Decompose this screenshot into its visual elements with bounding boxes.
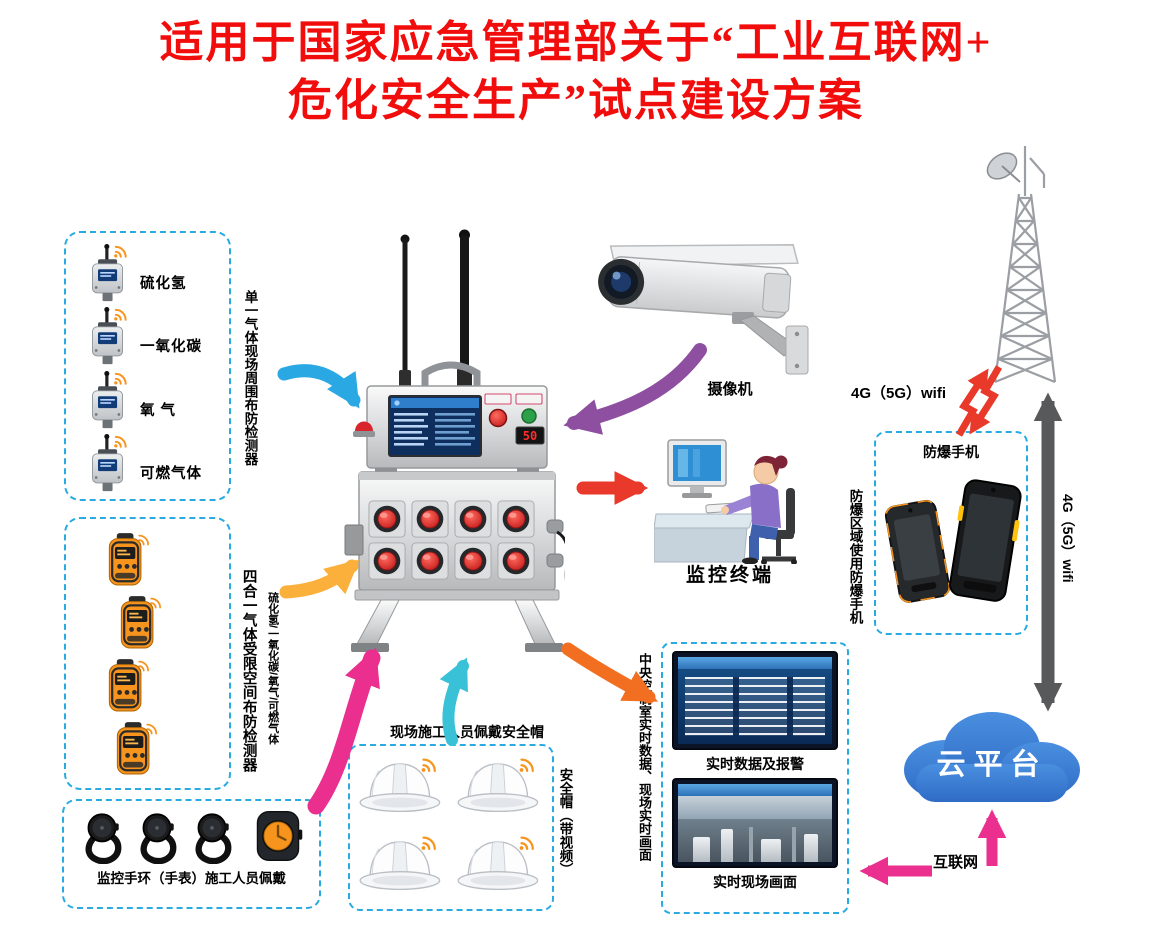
watch-group-label: 监控手环（手表）施工人员佩戴 — [97, 871, 286, 886]
single-gas-detectors-group: 硫化氢 一氧化碳 氧 气 可燃气体 — [64, 231, 231, 501]
smart-watch-icon — [133, 808, 181, 864]
gas-detector-item: 硫化氢 — [68, 240, 227, 302]
gas-name-label: 氧 气 — [140, 402, 177, 419]
portable-gas-detector-icon — [102, 531, 152, 587]
emergency-button — [497, 500, 535, 538]
control-room-screens-group: 实时数据及报警 实时现场画面 — [661, 642, 849, 914]
smart-watch-group: 监控手环（手表）施工人员佩戴 — [62, 799, 321, 909]
smart-watch-icon — [188, 808, 236, 864]
alarm-beacon-base — [353, 431, 375, 437]
gas-detector-item: 可燃气体 — [68, 430, 227, 492]
emergency-button — [454, 542, 492, 580]
emergency-button — [411, 542, 449, 580]
emergency-button — [497, 542, 535, 580]
gas-monitoring-control-cabinet: 50 — [344, 229, 565, 652]
safety-helmet-group — [348, 744, 554, 911]
red-button — [488, 408, 508, 428]
gas-name-label: 一氧化碳 — [140, 339, 202, 356]
explosion-proof-phone-group: 防爆手机 — [874, 431, 1028, 635]
single-gas-side-label: 单一气体现场周围布防检测器 — [242, 290, 258, 466]
live-video-label: 实时现场画面 — [713, 874, 797, 890]
portable-gas-detector-icon — [110, 720, 160, 776]
cloud-platform-icon — [904, 712, 1080, 802]
wifi-side-label: 4G（5G）wifi — [1060, 494, 1077, 583]
digital-readout-value: 50 — [523, 429, 537, 443]
portable-gas-detector-icon — [102, 657, 152, 713]
explosion-proof-phone-icon — [884, 479, 1022, 603]
digital-readout — [515, 426, 545, 445]
safety-helmet-icon — [354, 832, 448, 896]
realtime-data-label: 实时数据及报警 — [706, 756, 804, 772]
realtime-data-screen — [672, 651, 838, 750]
four-in-one-gases-label: 硫化氢/一氧化碳/氧气/可燃气体 — [266, 592, 279, 745]
smart-watch-row — [64, 801, 319, 864]
four-in-one-side-label: 四合一气体受限空间布防检测器 — [240, 569, 257, 772]
signal-tower-icon — [986, 146, 1057, 384]
internet-label: 互联网 — [933, 854, 979, 871]
fixed-gas-detector-icon — [80, 242, 136, 302]
portable-gas-detector-icon — [114, 594, 164, 650]
emergency-button — [368, 542, 406, 580]
cctv-camera-icon — [598, 244, 809, 375]
button-name-plate — [484, 393, 512, 405]
title-line-1: 适用于国家应急管理部关于“工业互联网+ — [159, 18, 993, 67]
wifi-label: 4G（5G）wifi — [851, 385, 947, 402]
gas-detector-item: 一氧化碳 — [68, 303, 227, 365]
fixed-gas-detector-icon — [80, 432, 136, 492]
emergency-button — [368, 500, 406, 538]
smart-watch-orange-icon — [251, 808, 305, 864]
page-title: 适用于国家应急管理部关于“工业互联网+ 危化安全生产”试点建设方案 — [0, 14, 1152, 130]
helmet-side-label: 安全帽（带视频） — [557, 768, 573, 876]
control-room-side-label: 中央控制室实时数据、现场实时画面 — [636, 653, 652, 861]
gas-detector-item: 氧 气 — [68, 367, 227, 429]
live-video-screen — [672, 778, 838, 868]
terminal-label: 监控终端 — [685, 565, 774, 586]
title-line-2: 危化安全生产”试点建设方案 — [288, 76, 864, 126]
safety-helmet-icon — [354, 754, 448, 818]
hmi-screen — [388, 395, 482, 457]
fixed-gas-detector-icon — [80, 369, 136, 429]
green-button — [521, 408, 537, 424]
emergency-button — [454, 500, 492, 538]
safety-helmet-icon — [452, 754, 546, 818]
four-in-one-detectors-group — [64, 517, 231, 790]
fixed-gas-detector-icon — [80, 305, 136, 365]
camera-label: 摄像机 — [707, 381, 753, 398]
monitoring-terminal-illustration — [654, 439, 797, 564]
gas-name-label: 可燃气体 — [140, 466, 202, 483]
phone-side-label: 防爆区域使用防爆手机 — [847, 489, 863, 624]
gas-name-label: 硫化氢 — [140, 275, 187, 292]
alarm-beacon-icon — [355, 421, 373, 431]
phone-group-label: 防爆手机 — [923, 444, 979, 460]
smart-watch-icon — [78, 808, 126, 864]
emergency-button — [411, 500, 449, 538]
helmet-top-label: 现场施工人员佩戴安全帽 — [390, 724, 544, 740]
cloud-platform-label: 云平台 — [936, 749, 1048, 781]
button-name-plate — [515, 393, 543, 405]
safety-helmet-icon — [452, 832, 546, 896]
